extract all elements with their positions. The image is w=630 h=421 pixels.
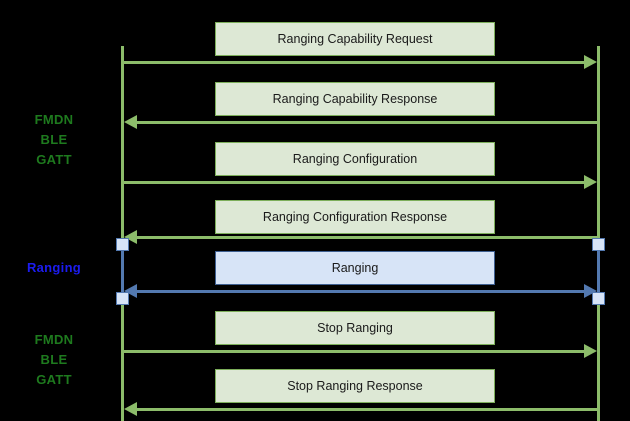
message-arrow-line [137,408,597,411]
message-arrow-line [124,350,584,353]
message-arrow-line [137,236,597,239]
message-arrow-line [137,290,584,293]
phase-label: FMDN BLE GATT [34,332,74,387]
message-box: Ranging Capability Request [215,22,495,56]
activation-start-marker [116,238,129,251]
arrow-head-left [124,402,137,416]
arrow-head-left [124,115,137,129]
arrow-head-right [584,55,597,69]
activation-bar [121,238,124,305]
message-box: Ranging Capability Response [215,82,495,116]
lifeline-right [597,46,600,421]
activation-end-marker [116,292,129,305]
phase-label: FMDN BLE GATT [34,112,74,167]
message-box: Ranging Configuration [215,142,495,176]
message-arrow-line [124,61,584,64]
message-box: Stop Ranging Response [215,369,495,403]
arrow-head-right [584,175,597,189]
message-box: Stop Ranging [215,311,495,345]
activation-bar [597,238,600,305]
message-arrow-line [137,121,597,124]
activation-start-marker [592,238,605,251]
message-arrow-line [124,181,584,184]
activation-end-marker [592,292,605,305]
lifeline-left [121,46,124,421]
arrow-head-right [584,344,597,358]
message-box: Ranging [215,251,495,285]
phase-label: Ranging [26,260,82,275]
message-box: Ranging Configuration Response [215,200,495,234]
